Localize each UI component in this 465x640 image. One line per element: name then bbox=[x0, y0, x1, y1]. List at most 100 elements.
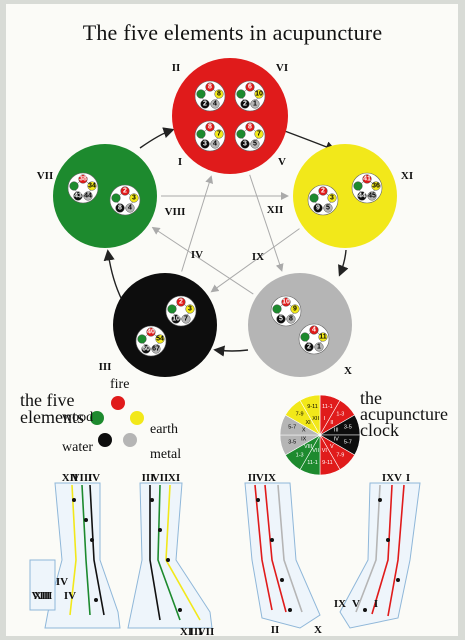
point-number: 8 bbox=[118, 205, 122, 212]
arrow-metal-water bbox=[213, 345, 249, 357]
element-point bbox=[210, 99, 220, 109]
point-number: 7 bbox=[217, 131, 221, 138]
point-number: 4 bbox=[128, 205, 132, 212]
point-number: 2 bbox=[203, 101, 207, 108]
clock-roman: XI bbox=[306, 420, 312, 426]
element-point bbox=[155, 334, 165, 344]
point-group: 610 12 bbox=[234, 80, 266, 112]
point-number: 7 bbox=[257, 131, 261, 138]
clock-time: 11-1 bbox=[307, 460, 318, 466]
point-number: 5 bbox=[279, 316, 283, 323]
meridian-label: IX bbox=[382, 472, 394, 484]
meridian-vi bbox=[264, 484, 287, 613]
point-number: 2 bbox=[307, 344, 311, 351]
point-number: 9 bbox=[316, 205, 320, 212]
meridian-label: II bbox=[248, 472, 257, 484]
acupoint bbox=[288, 608, 292, 612]
clock-roman: IV bbox=[334, 436, 340, 442]
legend-dot-fire bbox=[111, 396, 125, 410]
point-number: 9 bbox=[293, 306, 297, 313]
element-point bbox=[309, 325, 319, 335]
meridian-label: II bbox=[271, 624, 280, 636]
clock-roman: III bbox=[334, 428, 339, 434]
point-number: 10 bbox=[172, 316, 180, 323]
point-number: 44 bbox=[358, 193, 366, 200]
clock-time: 9-11 bbox=[322, 460, 333, 466]
point-number: 5 bbox=[253, 141, 257, 148]
control-arrow-earth-water bbox=[210, 228, 300, 293]
clock-roman: II bbox=[330, 420, 334, 426]
point-number: 3 bbox=[132, 195, 136, 202]
meridian-label: V bbox=[352, 598, 360, 610]
element-point bbox=[111, 193, 121, 203]
acupoint bbox=[166, 558, 170, 562]
meridian-label: VIII bbox=[32, 590, 53, 602]
point-number: 43 bbox=[74, 193, 82, 200]
acupoint bbox=[72, 498, 76, 502]
element-point bbox=[214, 129, 224, 139]
element-point bbox=[125, 203, 135, 213]
acupoint bbox=[386, 538, 390, 542]
meridian-roman: I bbox=[178, 156, 182, 168]
meridian-label: III bbox=[142, 472, 155, 484]
point-number: 1 bbox=[253, 101, 257, 108]
element-point bbox=[141, 344, 151, 354]
element-disc bbox=[113, 273, 217, 377]
point-number: 3 bbox=[188, 306, 192, 313]
element-point bbox=[314, 342, 324, 352]
meridian-roman: XI bbox=[401, 170, 413, 182]
legend-heading-1: the five bbox=[20, 390, 75, 410]
point-number: 38 bbox=[79, 176, 87, 183]
element-point bbox=[240, 99, 250, 109]
clock-sector bbox=[299, 394, 321, 437]
element-point bbox=[318, 332, 328, 342]
point-number: 60 bbox=[142, 346, 150, 353]
element-disc bbox=[293, 144, 397, 248]
clock-label-3: clock bbox=[360, 420, 399, 440]
element-point bbox=[200, 99, 210, 109]
meridian-vii bbox=[157, 484, 181, 621]
page-title: The five elements in acupuncture bbox=[82, 20, 383, 45]
point-number: 6 bbox=[248, 84, 252, 91]
element-point bbox=[309, 193, 319, 203]
arrow-fire-earth bbox=[281, 129, 337, 152]
meridian-roman: VI bbox=[276, 62, 288, 74]
element-point bbox=[250, 139, 260, 149]
legend-dot-wood bbox=[90, 411, 104, 425]
point-number: 2 bbox=[243, 101, 247, 108]
element-point bbox=[290, 304, 300, 314]
meridian-label: VII bbox=[198, 626, 215, 638]
legend-metal-label: metal bbox=[150, 447, 182, 462]
element-point bbox=[286, 314, 296, 324]
legend-fire-label: fire bbox=[110, 377, 130, 392]
element-point bbox=[196, 89, 206, 99]
element-point bbox=[304, 342, 314, 352]
clock-time: 7-9 bbox=[296, 412, 304, 418]
point-number: 4 bbox=[213, 101, 217, 108]
legend-dot-water bbox=[98, 433, 112, 447]
acupoint bbox=[363, 608, 367, 612]
element-point bbox=[181, 314, 191, 324]
clock-roman: V bbox=[330, 444, 334, 450]
element-point bbox=[120, 186, 130, 196]
point-number: 5 bbox=[326, 205, 330, 212]
generation-cycle bbox=[103, 127, 349, 357]
clock-time: 3-5 bbox=[288, 439, 296, 445]
clock-time: 7-9 bbox=[336, 452, 344, 458]
point-number: 10 bbox=[255, 91, 263, 98]
clock-roman: XII bbox=[312, 416, 319, 422]
element-point bbox=[205, 122, 215, 132]
element-point bbox=[73, 191, 83, 201]
legend-dot-metal bbox=[123, 433, 137, 447]
element-point bbox=[300, 332, 310, 342]
meridian-label: I bbox=[406, 472, 410, 484]
meridian-label: XII bbox=[62, 472, 79, 484]
point-number: 8 bbox=[289, 316, 293, 323]
clock-label-2: acupuncture bbox=[360, 404, 448, 424]
